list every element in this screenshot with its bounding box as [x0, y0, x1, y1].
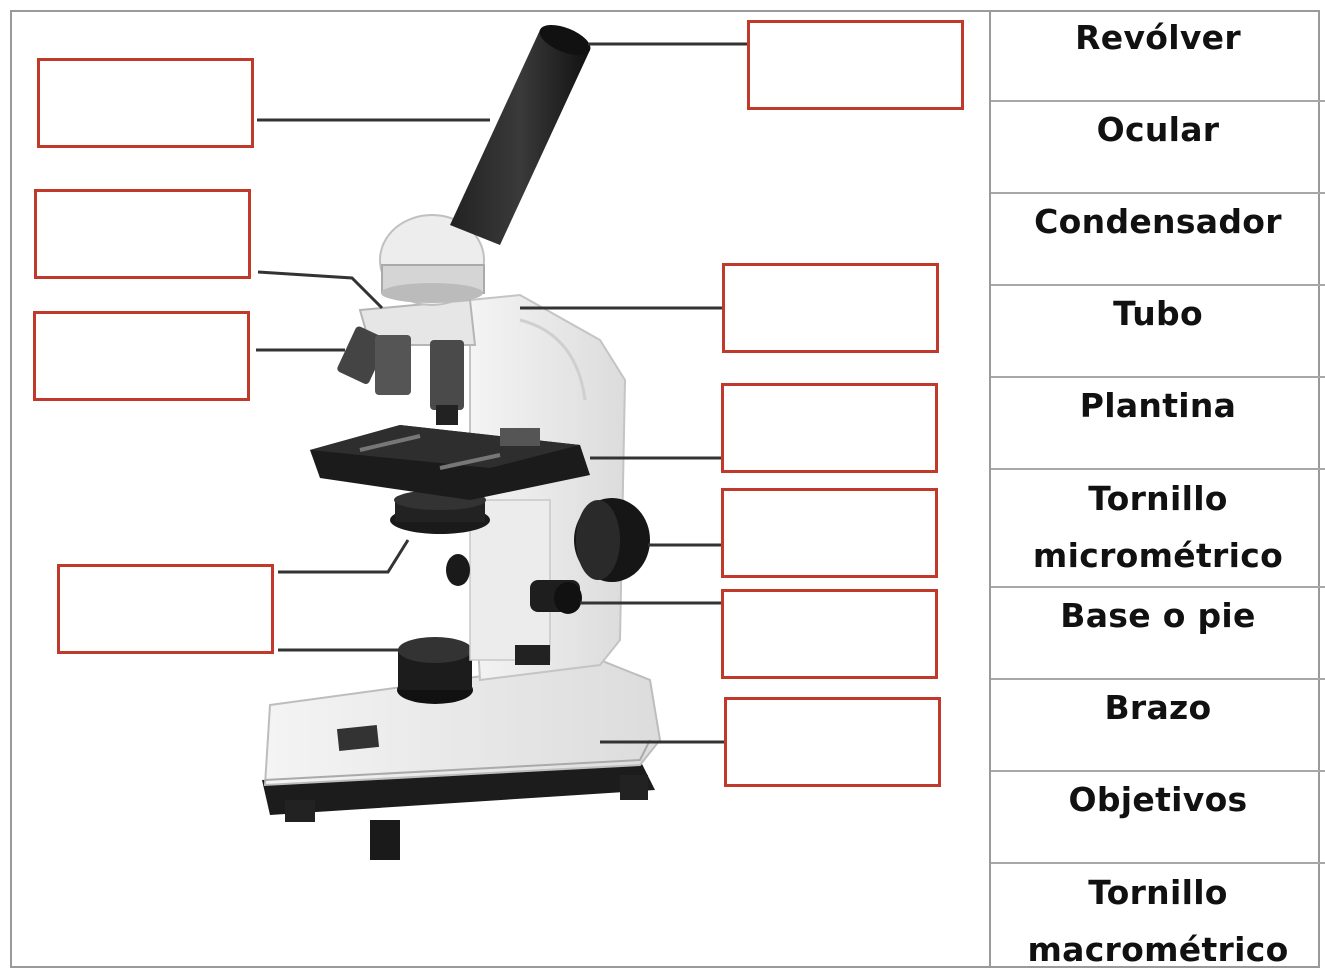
eyepiece-tube: [450, 19, 595, 245]
word-bank-term: Tornillo macrométrico: [1027, 864, 1288, 978]
word-bank-term-line: Tornillo: [1088, 873, 1228, 912]
word-bank-cell: Condensador: [991, 194, 1325, 286]
word-bank-term: Objetivos: [1069, 772, 1248, 828]
answer-box-10[interactable]: [724, 697, 941, 787]
word-bank-term-line: micrométrico: [1033, 536, 1283, 575]
word-bank-term: Base o pie: [1060, 588, 1255, 644]
word-bank-term: Condensador: [1034, 194, 1282, 250]
word-bank-cell: Tornillo micrométrico: [991, 470, 1325, 588]
word-bank-term: Brazo: [1104, 680, 1211, 736]
word-bank-term: Tubo: [1113, 286, 1203, 342]
answer-box-9[interactable]: [721, 589, 938, 679]
word-bank-term: Revólver: [1075, 10, 1241, 66]
answer-box-4[interactable]: [33, 311, 250, 401]
word-bank-term-line: Tornillo: [1088, 479, 1228, 518]
word-bank-term: Ocular: [1097, 102, 1220, 158]
answer-box-1[interactable]: [747, 20, 964, 110]
word-bank-cell: Tornillo macrométrico: [991, 864, 1325, 968]
word-bank-cell: Plantina: [991, 378, 1325, 470]
word-bank-cell: Brazo: [991, 680, 1325, 772]
word-bank: Revólver Ocular Condensador Tubo Plantin…: [989, 10, 1325, 968]
word-bank-cell: Objetivos: [991, 772, 1325, 864]
answer-box-3[interactable]: [34, 189, 251, 279]
word-bank-term: Tornillo micrométrico: [1033, 470, 1283, 584]
answer-box-2[interactable]: [37, 58, 254, 148]
word-bank-cell: Base o pie: [991, 588, 1325, 680]
answer-box-5[interactable]: [722, 263, 939, 353]
answer-box-7[interactable]: [721, 488, 938, 578]
objectives: [336, 300, 475, 425]
word-bank-cell: Ocular: [991, 102, 1325, 194]
word-bank-cell: Tubo: [991, 286, 1325, 378]
word-bank-term-line: macrométrico: [1027, 930, 1288, 969]
answer-box-6[interactable]: [721, 383, 938, 473]
word-bank-cell: Revólver: [991, 10, 1325, 102]
lamp: [397, 637, 473, 704]
answer-box-8[interactable]: [57, 564, 274, 654]
word-bank-term: Plantina: [1080, 378, 1237, 434]
